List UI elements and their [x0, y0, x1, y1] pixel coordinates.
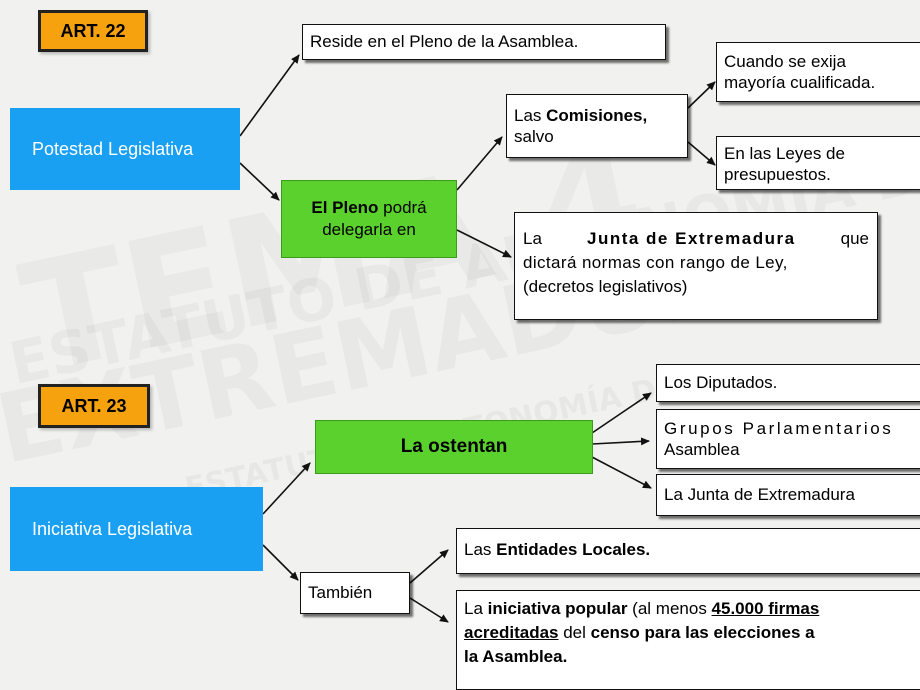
popular-line2: acreditadas del censo para las eleccione…	[464, 621, 920, 645]
leyes-line1: En las Leyes de	[724, 144, 845, 163]
popular-bold: iniciativa popular	[487, 599, 628, 618]
arrow-potestad-pleno	[239, 162, 280, 201]
grupos-box: Grupos Parlamentarios Asamblea	[656, 409, 920, 469]
popular-censo: censo para las elecciones a	[590, 623, 815, 642]
tambien-text: También	[308, 583, 373, 602]
junta-line2: dictará normas con rango de Ley,	[523, 253, 788, 272]
art22-badge-label: ART. 22	[60, 20, 126, 41]
arrow-ostentan-grupos	[591, 437, 650, 446]
popular-del: del	[558, 623, 591, 642]
popular-line1: La iniciativa popular (al menos 45.000 f…	[464, 597, 920, 621]
comisiones-box: Las Comisiones, salvo	[506, 94, 688, 158]
iniciativa-legislativa-box: Iniciativa Legislativa	[10, 487, 263, 571]
arrow-tambien-entidades	[409, 549, 449, 584]
reside-text: Reside en el Pleno de la Asamblea.	[310, 32, 579, 51]
comisiones-pre: Las	[514, 106, 547, 125]
art22-badge: ART. 22	[38, 10, 148, 52]
diputados-text: Los Diputados.	[664, 373, 778, 392]
ostentan-label: La ostentan	[400, 436, 508, 457]
grupos-line2: Asamblea	[664, 440, 740, 459]
popular-asamblea: la Asamblea.	[464, 647, 568, 666]
arrow-tambien-popular	[409, 597, 449, 623]
junta-bold: Junta de Extremadura	[586, 229, 796, 248]
arrow-comisiones-exija	[687, 81, 716, 109]
arrow-iniciativa-tambien	[262, 544, 299, 581]
popular-firmas: 45.000 firmas	[711, 599, 820, 618]
popular-pre: La	[464, 599, 488, 618]
pleno-rest1: podrá	[378, 198, 427, 217]
junta-post: que	[840, 229, 869, 248]
arrow-ostentan-junta	[591, 456, 652, 489]
junta-extremadura-text: La Junta de Extremadura	[664, 485, 855, 504]
exija-box: Cuando se exija mayoría cualificada.	[716, 42, 920, 102]
tambien-box: También	[300, 572, 410, 614]
reside-box: Reside en el Pleno de la Asamblea.	[302, 24, 666, 60]
entidades-bold: Entidades Locales.	[496, 540, 651, 559]
pleno-box: El Pleno podrá delegarla en	[281, 180, 457, 258]
potestad-legislativa-box: Potestad Legislativa	[10, 108, 240, 190]
arrow-pleno-junta	[456, 229, 512, 258]
comisiones-bold: Comisiones,	[546, 106, 648, 125]
leyes-line2: presupuestos.	[724, 165, 831, 184]
exija-line1: Cuando se exija	[724, 52, 846, 71]
junta-extremadura-box: La Junta de Extremadura	[656, 474, 920, 516]
popular-mid: (al menos	[627, 599, 712, 618]
art23-badge: ART. 23	[38, 384, 150, 428]
junta-line1: La Junta de Extremadura que	[523, 227, 869, 251]
arrow-pleno-comisiones	[456, 136, 503, 191]
ostentan-box: La ostentan	[315, 420, 593, 474]
arrow-potestad-reside	[239, 54, 300, 137]
junta-pre: La	[523, 229, 542, 248]
comisiones-post: salvo	[514, 127, 554, 146]
popular-line3: la Asamblea.	[464, 645, 920, 669]
entidades-pre: Las	[464, 540, 497, 559]
iniciativa-legislativa-label: Iniciativa Legislativa	[32, 518, 193, 539]
popular-acreditadas: acreditadas	[464, 623, 559, 642]
arrow-comisiones-leyes	[687, 141, 716, 166]
pleno-bold: El Pleno	[311, 198, 379, 217]
junta-line3: (decretos legislativos)	[523, 277, 688, 296]
arrow-iniciativa-ostentan	[262, 462, 311, 515]
art23-badge-label: ART. 23	[61, 395, 127, 416]
arrow-ostentan-diputados	[591, 392, 652, 434]
pleno-rest2: delegarla en	[322, 220, 416, 239]
diputados-box: Los Diputados.	[656, 364, 920, 402]
popular-box: La iniciativa popular (al menos 45.000 f…	[456, 590, 920, 690]
junta-delegada-box: La Junta de Extremadura que dictará norm…	[514, 212, 878, 320]
pleno-text: El Pleno podrá delegarla en	[311, 197, 426, 241]
grupos-line1: Grupos Parlamentarios	[664, 419, 894, 438]
exija-line2: mayoría cualificada.	[724, 73, 876, 92]
potestad-legislativa-label: Potestad Legislativa	[32, 138, 194, 159]
leyes-box: En las Leyes de presupuestos.	[716, 136, 920, 190]
entidades-box: Las Entidades Locales.	[456, 528, 920, 574]
